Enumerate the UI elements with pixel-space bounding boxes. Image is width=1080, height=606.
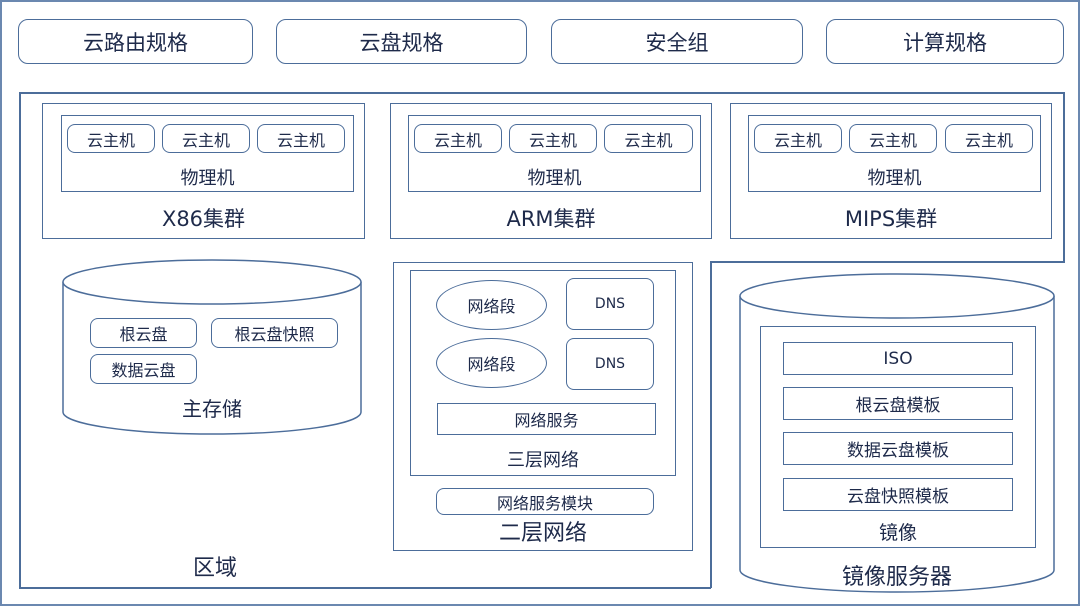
vm-label: 云主机: [868, 130, 917, 150]
network-segment-ellipse: 网络段: [436, 338, 547, 388]
dns-label: DNS: [594, 356, 626, 372]
root-disk-template-box: 根云盘模板: [783, 387, 1013, 420]
network-segment-label: 网络段: [467, 355, 516, 374]
physical-machine-label: 物理机: [527, 168, 582, 189]
network-segment-label: 网络段: [467, 297, 516, 316]
spec-box-label: 计算规格: [903, 30, 987, 55]
vm-box: 云主机: [162, 124, 250, 153]
region-label: 区域: [192, 556, 237, 581]
root-disk-box: 根云盘: [90, 318, 197, 348]
spec-box-cloud-router: 云路由规格: [18, 19, 253, 64]
dns-box: DNS: [566, 338, 654, 390]
image-item-label: 云盘快照模板: [847, 487, 949, 507]
l2-network-title: 二层网络: [498, 521, 587, 546]
physical-machine-box: [408, 115, 701, 192]
image-inner-title: 镜像: [878, 522, 917, 544]
dns-label: DNS: [594, 296, 626, 312]
data-disk-box: 数据云盘: [90, 354, 197, 384]
network-service-module-label: 网络服务模块: [496, 493, 593, 513]
root-disk-snapshot-box: 根云盘快照: [211, 318, 338, 348]
physical-machine-label: 物理机: [180, 168, 235, 189]
l2-network-box: [393, 262, 693, 551]
vm-label: 云主机: [624, 130, 673, 150]
spec-box-label: 安全组: [645, 30, 709, 55]
vm-box: 云主机: [414, 124, 502, 153]
cluster-title: ARM集群: [506, 207, 596, 231]
spec-box-label: 云盘规格: [359, 30, 444, 55]
cluster-arm: [390, 103, 712, 239]
image-inner-box: [760, 326, 1036, 548]
image-item-label: 根云盘模板: [855, 396, 941, 416]
l3-network-box: [410, 270, 676, 476]
physical-machine-box: [748, 115, 1041, 192]
spec-box-security-group: 安全组: [551, 19, 803, 64]
vm-box: 云主机: [604, 124, 693, 153]
vm-label: 云主机: [276, 130, 325, 150]
vm-label: 云主机: [86, 130, 135, 150]
vm-box: 云主机: [67, 124, 155, 153]
network-service-label: 网络服务: [514, 411, 579, 430]
data-disk-template-box: 数据云盘模板: [783, 432, 1013, 465]
spec-box-compute: 计算规格: [826, 19, 1064, 64]
spec-box-cloud-disk: 云盘规格: [276, 19, 527, 64]
cluster-x86: [42, 103, 365, 239]
iso-box: ISO: [783, 342, 1013, 375]
vm-box: 云主机: [945, 124, 1033, 153]
spec-box-label: 云路由规格: [83, 30, 188, 55]
vm-box: 云主机: [257, 124, 345, 153]
image-item-label: ISO: [883, 348, 913, 369]
primary-storage-title: 主存储: [182, 397, 242, 421]
vm-label: 云主机: [181, 130, 230, 150]
network-service-module-box: 网络服务模块: [436, 488, 654, 515]
storage-item-label: 数据云盘: [111, 361, 176, 380]
vm-box: 云主机: [754, 124, 842, 153]
cluster-title: X86集群: [161, 207, 246, 231]
physical-machine-label: 物理机: [867, 168, 922, 189]
vm-box: 云主机: [849, 124, 937, 153]
cluster-title: MIPS集群: [844, 207, 938, 231]
l3-network-title: 三层网络: [507, 450, 579, 471]
vm-box: 云主机: [509, 124, 597, 153]
vm-label: 云主机: [528, 130, 577, 150]
network-segment-ellipse: 网络段: [436, 280, 547, 330]
vm-label: 云主机: [433, 130, 482, 150]
vm-label: 云主机: [964, 130, 1013, 150]
storage-item-label: 根云盘快照: [234, 325, 315, 344]
physical-machine-box: [61, 115, 354, 192]
disk-snapshot-template-box: 云盘快照模板: [783, 478, 1013, 511]
dns-box: DNS: [566, 278, 654, 330]
storage-item-label: 根云盘: [119, 325, 168, 344]
network-service-box: 网络服务: [437, 403, 656, 435]
image-item-label: 数据云盘模板: [847, 441, 949, 461]
cluster-mips: [730, 103, 1052, 239]
image-server-title: 镜像服务器: [841, 565, 952, 590]
vm-label: 云主机: [773, 130, 822, 150]
